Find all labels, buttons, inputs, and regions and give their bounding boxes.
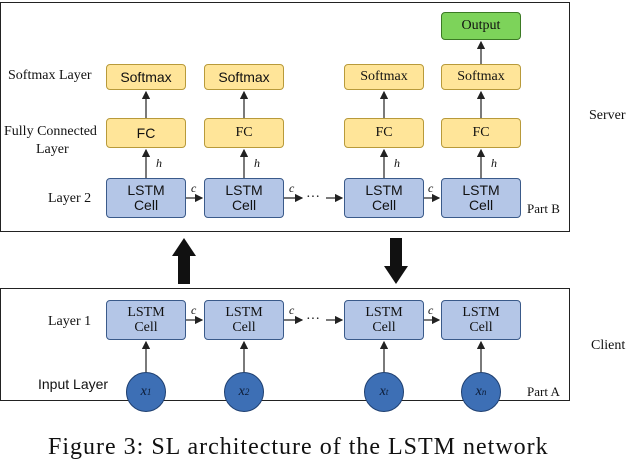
softmax-box-1: Softmax: [106, 64, 186, 90]
download-arrow: [384, 238, 408, 284]
lstm-cell-text: LSTM Cell: [365, 182, 403, 213]
softmax-box-3: Softmax: [344, 64, 424, 90]
edge-label-c-l1-1: c: [191, 303, 197, 317]
layer2-label: Layer 2: [48, 191, 92, 206]
fc-layer-label-line2: Layer: [36, 142, 69, 157]
lstm-cell-l1-4: LSTM Cell: [441, 300, 521, 340]
lstm-cell-text: LSTM Cell: [127, 305, 165, 335]
fc-box-3: FC: [344, 118, 424, 148]
lstm-cell-l1-1: LSTM Cell: [106, 300, 186, 340]
input-node-sub: 1: [146, 387, 152, 397]
input-layer-label: Input Layer: [38, 376, 109, 392]
server-label: Server: [589, 108, 626, 123]
fc-box-2: FC: [204, 118, 284, 148]
ellipsis-l2: ···: [306, 190, 320, 205]
input-node-sub: t: [385, 387, 389, 397]
lstm-cell-text: LSTM Cell: [225, 305, 263, 335]
lstm-cell-text: LSTM Cell: [365, 305, 403, 335]
part-a-label: Part A: [527, 384, 560, 399]
client-label: Client: [591, 338, 626, 353]
edge-label-h-4: h: [491, 156, 497, 170]
edge-label-c-l2-3: c: [428, 181, 434, 195]
upload-arrow: [172, 238, 196, 284]
softmax-box-2: Softmax: [204, 64, 284, 90]
input-node-var: x: [140, 384, 147, 399]
input-node-var: x: [379, 384, 386, 399]
input-node-sub: n: [481, 387, 487, 397]
part-b-label: Part B: [527, 201, 560, 216]
edge-label-h-1: h: [156, 156, 162, 170]
lstm-cell-text: LSTM Cell: [462, 182, 500, 213]
edge-label-c-l2-2: c: [289, 181, 295, 195]
edge-label-c-l2-1: c: [191, 181, 197, 195]
lstm-cell-text: LSTM Cell: [462, 305, 500, 335]
lstm-cell-l2-3: LSTM Cell: [344, 178, 424, 218]
softmax-box-4: Softmax: [441, 64, 521, 90]
lstm-cell-l1-3: LSTM Cell: [344, 300, 424, 340]
input-node-var: x: [238, 384, 245, 399]
lstm-cell-text: LSTM Cell: [127, 182, 165, 213]
edge-label-h-3: h: [394, 156, 400, 170]
lstm-cell-l2-2: LSTM Cell: [204, 178, 284, 218]
softmax-layer-label: Softmax Layer: [8, 68, 92, 83]
lstm-cell-l1-2: LSTM Cell: [204, 300, 284, 340]
figure-caption: Figure 3: SL architecture of the LSTM ne…: [48, 434, 549, 460]
edge-label-c-l1-2: c: [289, 303, 295, 317]
input-node-var: x: [475, 384, 482, 399]
edge-label-c-l1-3: c: [428, 303, 434, 317]
ellipsis-l1: ···: [306, 312, 320, 327]
edge-label-h-2: h: [254, 156, 260, 170]
output-box: Output: [441, 12, 521, 40]
input-node-sub: 2: [244, 387, 250, 397]
layer1-label: Layer 1: [48, 314, 92, 329]
fc-layer-label-line1: Fully Connected: [4, 124, 97, 139]
lstm-cell-l2-1: LSTM Cell: [106, 178, 186, 218]
fc-box-1: FC: [106, 118, 186, 148]
fc-box-4: FC: [441, 118, 521, 148]
lstm-cell-l2-4: LSTM Cell: [441, 178, 521, 218]
lstm-cell-text: LSTM Cell: [225, 182, 263, 213]
